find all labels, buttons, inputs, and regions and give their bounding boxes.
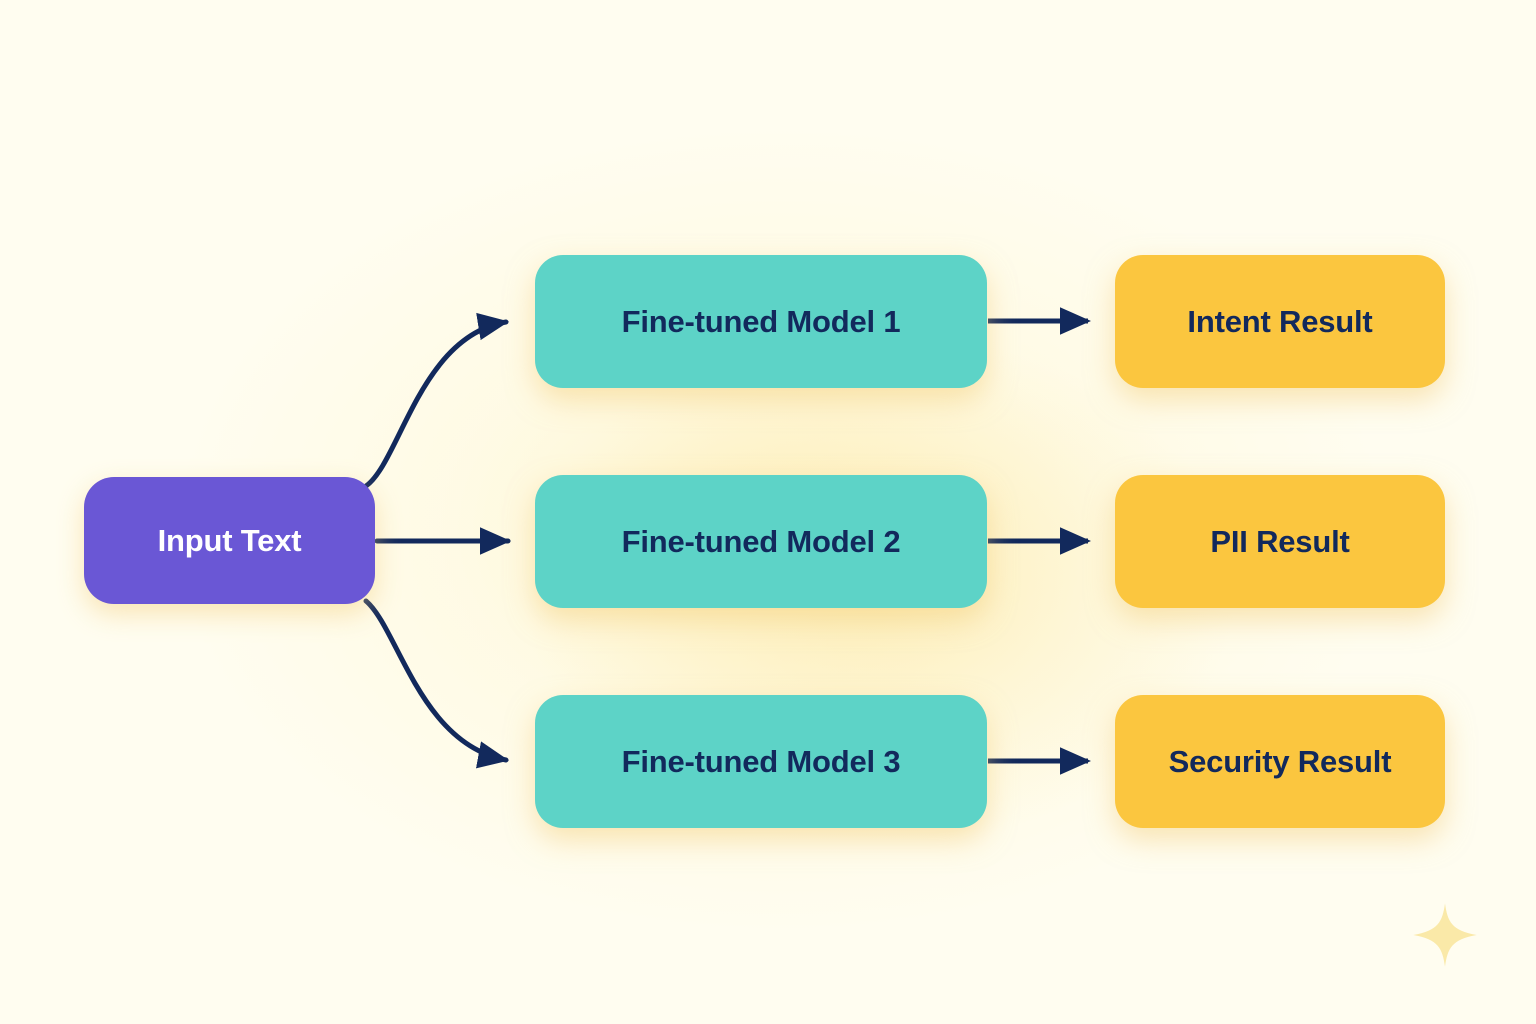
node-result-intent-label: Intent Result: [1187, 303, 1373, 339]
node-result-intent[interactable]: Intent Result: [1115, 255, 1445, 388]
node-model-3[interactable]: Fine-tuned Model 3: [535, 695, 987, 828]
node-result-security[interactable]: Security Result: [1115, 695, 1445, 828]
node-result-pii-label: PII Result: [1210, 523, 1350, 559]
node-model-2[interactable]: Fine-tuned Model 2: [535, 475, 987, 608]
node-result-pii[interactable]: PII Result: [1115, 475, 1445, 608]
node-model-1[interactable]: Fine-tuned Model 1: [535, 255, 987, 388]
edge-input-to-model-1: [363, 312, 509, 489]
node-model-3-label: Fine-tuned Model 3: [621, 743, 901, 779]
node-result-security-label: Security Result: [1168, 743, 1392, 779]
node-model-1-label: Fine-tuned Model 1: [621, 303, 901, 339]
node-input-text-label: Input Text: [157, 522, 302, 558]
node-input-text[interactable]: Input Text: [84, 477, 375, 604]
sparkle-icon: [1413, 903, 1477, 967]
edge-input-to-model-3: [363, 598, 509, 769]
node-model-2-label: Fine-tuned Model 2: [621, 523, 901, 559]
